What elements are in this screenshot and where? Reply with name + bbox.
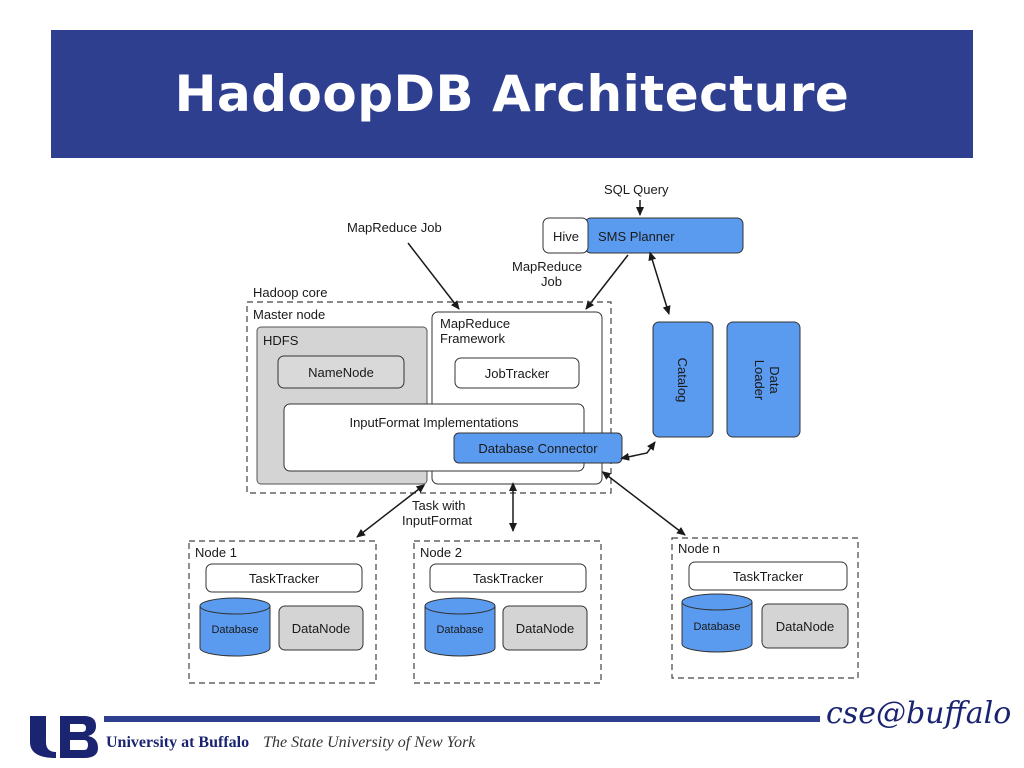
mapreduce-framework-label-1: MapReduce bbox=[440, 316, 510, 331]
cse-buffalo-logo: cse@buffalo bbox=[826, 696, 1012, 731]
node-2-box bbox=[413, 540, 602, 684]
catalog-connector-arrow bbox=[620, 441, 656, 461]
node-n-tasktracker-label: TaskTracker bbox=[733, 569, 804, 584]
node-1-datanode-label: DataNode bbox=[292, 621, 351, 636]
node-1: Node 1 TaskTracker Database DataNode bbox=[188, 540, 377, 684]
ub-logo-icon bbox=[30, 716, 98, 758]
node-n-database-icon bbox=[681, 593, 753, 653]
catalog-box bbox=[652, 321, 714, 438]
planner-job-arrow bbox=[585, 254, 629, 310]
mapreduce-job-label: MapReduce Job bbox=[347, 220, 442, 235]
data-loader-box bbox=[726, 321, 801, 438]
footer-divider bbox=[104, 716, 820, 722]
task-label-2: InputFormat bbox=[402, 513, 472, 528]
node-2-tasktracker-label: TaskTracker bbox=[473, 571, 544, 586]
node-1-database-icon bbox=[199, 597, 271, 657]
planner-catalog-arrow bbox=[648, 251, 671, 315]
node-1-datanode-box bbox=[278, 605, 364, 651]
hadoop-core-box bbox=[246, 301, 612, 494]
task-label-1: Task with bbox=[412, 498, 465, 513]
jobtracker-label: JobTracker bbox=[485, 366, 550, 381]
footer-suny: The State University of New York bbox=[263, 734, 476, 751]
slide-title: HadoopDB Architecture bbox=[174, 65, 850, 123]
node-n: Node n TaskTracker Database DataNode bbox=[671, 537, 859, 679]
planner-job-label-1: MapReduce bbox=[512, 259, 582, 274]
catalog-label: Catalog bbox=[675, 358, 690, 403]
footer-university: University at Buffalo The State Universi… bbox=[106, 734, 475, 752]
node-1-tasktracker-box bbox=[205, 563, 363, 593]
node1-arrow bbox=[356, 484, 426, 538]
hive-box bbox=[542, 217, 589, 254]
sms-planner-label: SMS Planner bbox=[598, 229, 675, 244]
node-n-database-label: Database bbox=[693, 621, 740, 633]
node-2-database-label: Database bbox=[436, 624, 483, 636]
node-2-database-icon bbox=[424, 597, 496, 657]
hadoop-core-label: Hadoop core bbox=[253, 285, 327, 300]
inputformat-label: InputFormat Implementations bbox=[349, 415, 519, 430]
hdfs-label: HDFS bbox=[263, 333, 299, 348]
node-n-label: Node n bbox=[678, 541, 720, 556]
master-node-label: Master node bbox=[253, 307, 325, 322]
node-n-tasktracker-box bbox=[688, 561, 848, 591]
namenode-label: NameNode bbox=[308, 365, 374, 380]
node-1-label: Node 1 bbox=[195, 545, 237, 560]
footer-university-name: University at Buffalo bbox=[106, 734, 250, 751]
noden-arrow bbox=[601, 471, 686, 536]
node-2-label: Node 2 bbox=[420, 545, 462, 560]
node-2-datanode-label: DataNode bbox=[516, 621, 575, 636]
node-1-database-label: Database bbox=[211, 624, 258, 636]
jobtracker-box bbox=[454, 357, 580, 389]
data-loader-label-1: Data bbox=[767, 366, 782, 394]
node-n-datanode-label: DataNode bbox=[776, 619, 835, 634]
namenode-box bbox=[277, 355, 405, 389]
mapreduce-framework-label-2: Framework bbox=[440, 331, 506, 346]
node-2-datanode-box bbox=[502, 605, 588, 651]
planner-job-label-2: Job bbox=[541, 274, 562, 289]
title-bar: HadoopDB Architecture bbox=[51, 30, 973, 158]
hive-label: Hive bbox=[553, 229, 579, 244]
data-loader-label-2: Loader bbox=[752, 360, 767, 401]
database-connector-label: Database Connector bbox=[478, 441, 598, 456]
node-n-datanode-box bbox=[761, 603, 849, 649]
node-n-box bbox=[671, 537, 859, 679]
node-1-tasktracker-label: TaskTracker bbox=[249, 571, 320, 586]
mapreduce-job-arrow bbox=[407, 242, 460, 310]
node-2-tasktracker-box bbox=[429, 563, 587, 593]
sql-query-label: SQL Query bbox=[604, 182, 669, 197]
node-2: Node 2 TaskTracker Database DataNode bbox=[413, 540, 602, 684]
node-1-box bbox=[188, 540, 377, 684]
